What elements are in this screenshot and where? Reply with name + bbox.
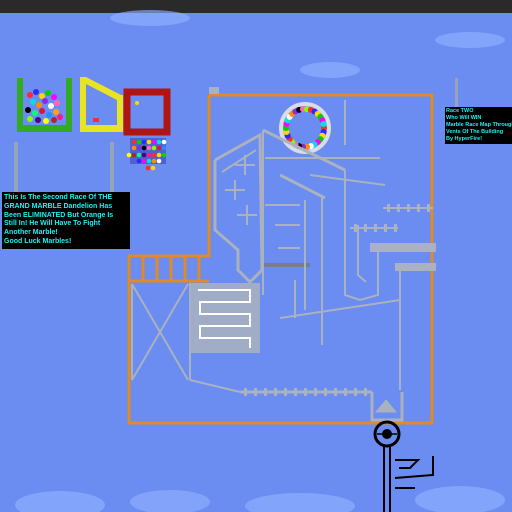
drop-chute [209, 87, 219, 94]
cloud-icon [130, 490, 210, 512]
chain-link [274, 388, 277, 396]
chain-link [364, 224, 367, 232]
track-pieces [189, 100, 436, 422]
target-icon[interactable] [373, 420, 401, 448]
chain-link [387, 204, 390, 212]
chain-links [244, 204, 430, 396]
info-line: Good Luck Marbles! [4, 237, 72, 245]
cloud-icon [300, 62, 360, 78]
chain-link [407, 204, 410, 212]
cloud-icon [415, 486, 505, 512]
cloud-icon [245, 493, 355, 512]
building-outline [127, 93, 434, 425]
chain-link [364, 388, 367, 396]
marble-ring [279, 102, 331, 154]
chain-link [354, 388, 357, 396]
chain-link [304, 388, 307, 396]
chain-link [314, 388, 317, 396]
info-line: Race TWO [446, 108, 474, 114]
cloud-icon [110, 10, 190, 26]
chain-link [334, 388, 337, 396]
chain-link [254, 388, 257, 396]
chain-link [344, 388, 347, 396]
chain-link [324, 388, 327, 396]
chain-link [427, 204, 430, 212]
cross-bracing [131, 283, 189, 381]
cloud-layer [15, 10, 505, 512]
chain-link [354, 224, 357, 232]
chain-link [384, 224, 387, 232]
info-line: Been ELIMINATED But Orange Is [4, 211, 114, 219]
race-info-panel: This Is The Second Race Of THE GRAND MAR… [2, 192, 130, 249]
info-line: This Is The Second Race Of THE [4, 194, 113, 201]
marble-grid [126, 138, 167, 171]
map-info-panel: Race TWO Who Will WIN Marble Race Map Th… [445, 107, 512, 144]
top-bar [0, 0, 512, 13]
marble [93, 118, 99, 122]
marble [320, 121, 327, 128]
info-line: GRAND MARBLE Dandelion Has [4, 202, 113, 210]
yellow-bucket [80, 77, 123, 132]
red-bucket [123, 88, 171, 136]
info-line: Still In! He Will Have To Fight [4, 220, 101, 228]
chain-link [284, 388, 287, 396]
cloud-icon [435, 32, 505, 48]
info-line: By HyperFire! [446, 136, 483, 142]
chain-link [374, 224, 377, 232]
chain-link [244, 388, 247, 396]
chain-link [417, 204, 420, 212]
green-bucket [17, 78, 72, 132]
support-posts [14, 78, 458, 194]
info-line: Who Will WIN [446, 115, 482, 121]
chain-link [397, 204, 400, 212]
cloud-icon [15, 491, 105, 512]
info-line: Marble Race Map Through [446, 122, 512, 128]
chain-link [394, 224, 397, 232]
info-line: Another Marble! [4, 229, 58, 237]
chain-link [294, 388, 297, 396]
chain-link [264, 388, 267, 396]
marble-pile [25, 89, 63, 124]
finish-area[interactable] [373, 420, 434, 512]
info-line: Vents Of The Building [446, 129, 504, 135]
